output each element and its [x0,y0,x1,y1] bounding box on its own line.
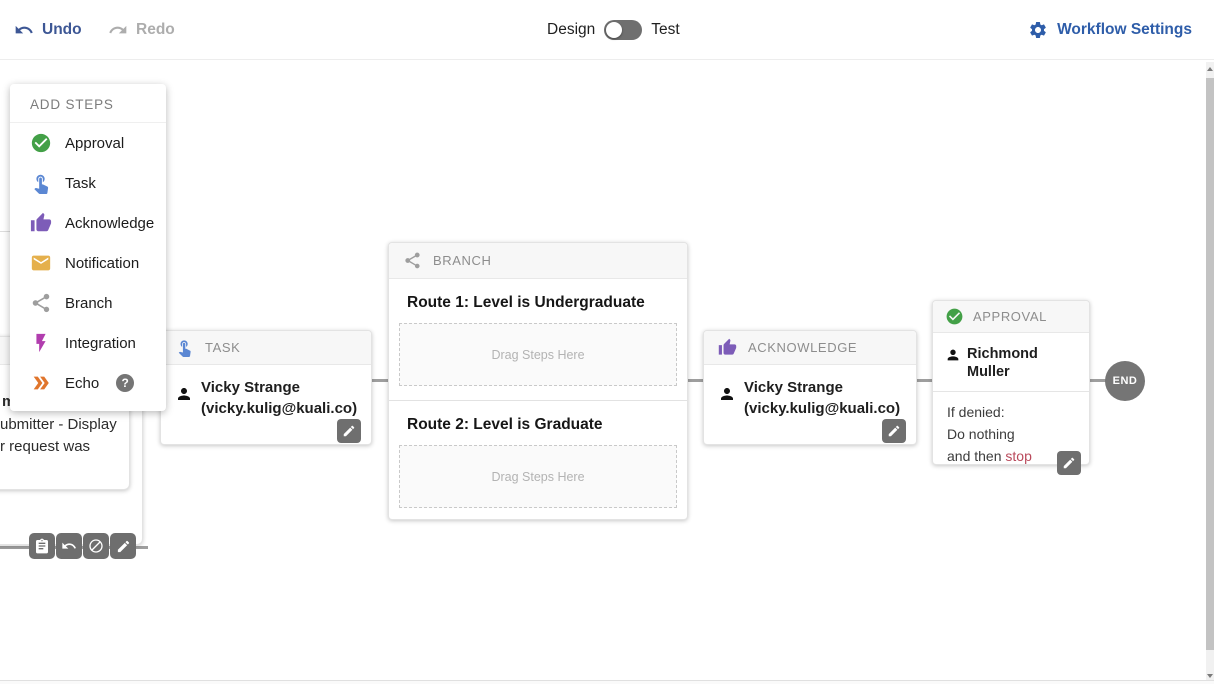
share-icon [30,292,52,314]
scroll-up-icon [1207,67,1213,71]
scroll-down-icon [1207,674,1213,678]
menu-item-acknowledge[interactable]: Acknowledge [10,203,166,243]
menu-item-label: Integration [65,334,136,352]
undo-label: Undo [42,21,82,38]
menu-item-label: Task [65,174,96,192]
approval-edit-button[interactable] [1057,451,1081,475]
approval-assignee: Richmond Muller [933,333,1089,391]
task-assignee: Vicky Strange (vicky.kulig@kuali.co) [161,365,371,429]
touch-hand-icon [175,338,194,357]
approval-card-header: APPROVAL [933,301,1089,333]
route-2-title: Route 2: Level is Graduate [407,416,603,433]
end-label: END [1112,375,1138,387]
approval-step-card[interactable]: APPROVAL Richmond Muller If denied: Do n… [932,300,1090,475]
app-toolbar: Undo Redo Design Test Workflow Settings [0,0,1214,60]
occluded-text-line2: ubmitter - Display [0,416,117,433]
menu-item-task[interactable]: Task [10,163,166,203]
route-1-title: Route 1: Level is Undergraduate [407,294,645,311]
menu-item-integration[interactable]: Integration [10,323,166,363]
settings-label: Workflow Settings [1057,21,1192,38]
lightning-icon [30,332,52,354]
occluded-text-line3: r request was [0,438,91,455]
edit-pencil-icon[interactable] [110,533,136,559]
add-steps-menu: ADD STEPS Approval Task Acknowledge Noti… [10,84,166,411]
person-icon [175,385,193,403]
branch-card-header: BRANCH [389,243,687,279]
redo-button[interactable]: Redo [108,0,175,60]
task-edit-button[interactable] [337,419,361,443]
check-circle-icon [945,307,964,326]
route-divider [389,400,687,401]
envelope-icon [30,252,52,274]
menu-item-notification[interactable]: Notification [10,243,166,283]
denied-label: If denied: [947,404,1005,420]
denied-stop: stop [1005,448,1032,464]
approval-divider [933,391,1089,392]
acknowledge-card-header: ACKNOWLEDGE [704,331,916,365]
denied-action: Do nothing [947,426,1015,442]
task-card-header: TASK [161,331,371,365]
design-test-toggle[interactable] [604,20,643,40]
person-icon [718,385,736,403]
redo-label: Redo [136,21,175,38]
menu-item-echo[interactable]: Echo ? [10,363,166,403]
acknowledge-assignee-email: (vicky.kulig@kuali.co) [744,400,901,417]
menu-item-branch[interactable]: Branch [10,283,166,323]
approval-assignee-name: Richmond Muller [967,346,1038,380]
share-icon [403,251,422,270]
person-icon [945,347,961,363]
menu-item-approval[interactable]: Approval [10,123,166,163]
workflow-canvas[interactable]: C m ubmitter - Display r request was TAS… [0,60,1206,680]
help-icon[interactable]: ? [116,374,135,392]
task-assignee-email: (vicky.kulig@kuali.co) [201,400,358,417]
vertical-scrollbar-thumb[interactable] [1206,78,1214,650]
thumb-up-icon [30,212,52,234]
acknowledge-header-label: ACKNOWLEDGE [748,340,858,355]
undo-step-icon[interactable] [56,533,82,559]
acknowledge-edit-button[interactable] [882,419,906,443]
acknowledge-assignee: Vicky Strange (vicky.kulig@kuali.co) [704,365,916,429]
approval-denied-block: If denied: Do nothing and then stop [933,392,1089,479]
route-2-placeholder: Drag Steps Here [491,469,585,484]
task-step-card[interactable]: TASK Vicky Strange (vicky.kulig@kuali.co… [160,330,372,445]
route-1-dropzone[interactable]: Drag Steps Here [399,323,677,386]
route-2-dropzone[interactable]: Drag Steps Here [399,445,677,508]
redo-icon [108,20,128,40]
branch-card-padding [389,508,687,522]
block-icon[interactable] [83,533,109,559]
end-node[interactable]: END [1105,361,1145,401]
add-steps-menu-title: ADD STEPS [10,84,166,123]
menu-item-label: Acknowledge [65,214,155,232]
gear-icon [1028,20,1048,40]
test-label: Test [651,21,680,38]
acknowledge-step-card[interactable]: ACKNOWLEDGE Vicky Strange (vicky.kulig@k… [703,330,917,445]
double-arrow-icon [30,372,52,394]
acknowledge-assignee-name: Vicky Strange [744,379,843,396]
thumb-up-icon [718,338,737,357]
touch-hand-icon [30,172,52,194]
denied-then: and then [947,448,1006,464]
branch-header-label: BRANCH [433,253,492,268]
task-assignee-name: Vicky Strange [201,379,300,396]
step-action-toolbar [29,533,136,559]
mode-toggle-group: Design Test [547,0,680,60]
approval-header-label: APPROVAL [973,309,1047,324]
clipboard-icon[interactable] [29,533,55,559]
occluded-card-edge-fragment [0,231,10,232]
toggle-knob [606,22,623,38]
undo-button[interactable]: Undo [14,0,82,60]
horizontal-scrollbar[interactable] [0,680,1214,684]
undo-icon [14,20,34,40]
menu-item-label: Branch [65,294,113,312]
check-circle-icon [30,132,52,154]
branch-step-card[interactable]: BRANCH Route 1: Level is Undergraduate D… [388,242,688,520]
workflow-settings-button[interactable]: Workflow Settings [1028,0,1192,60]
menu-item-label: Notification [65,254,140,272]
route-1-placeholder: Drag Steps Here [491,347,585,362]
design-label: Design [547,21,596,38]
task-header-label: TASK [205,340,241,355]
menu-item-label: Echo [65,374,100,392]
vertical-scrollbar[interactable] [1206,62,1214,684]
menu-item-label: Approval [65,134,125,152]
